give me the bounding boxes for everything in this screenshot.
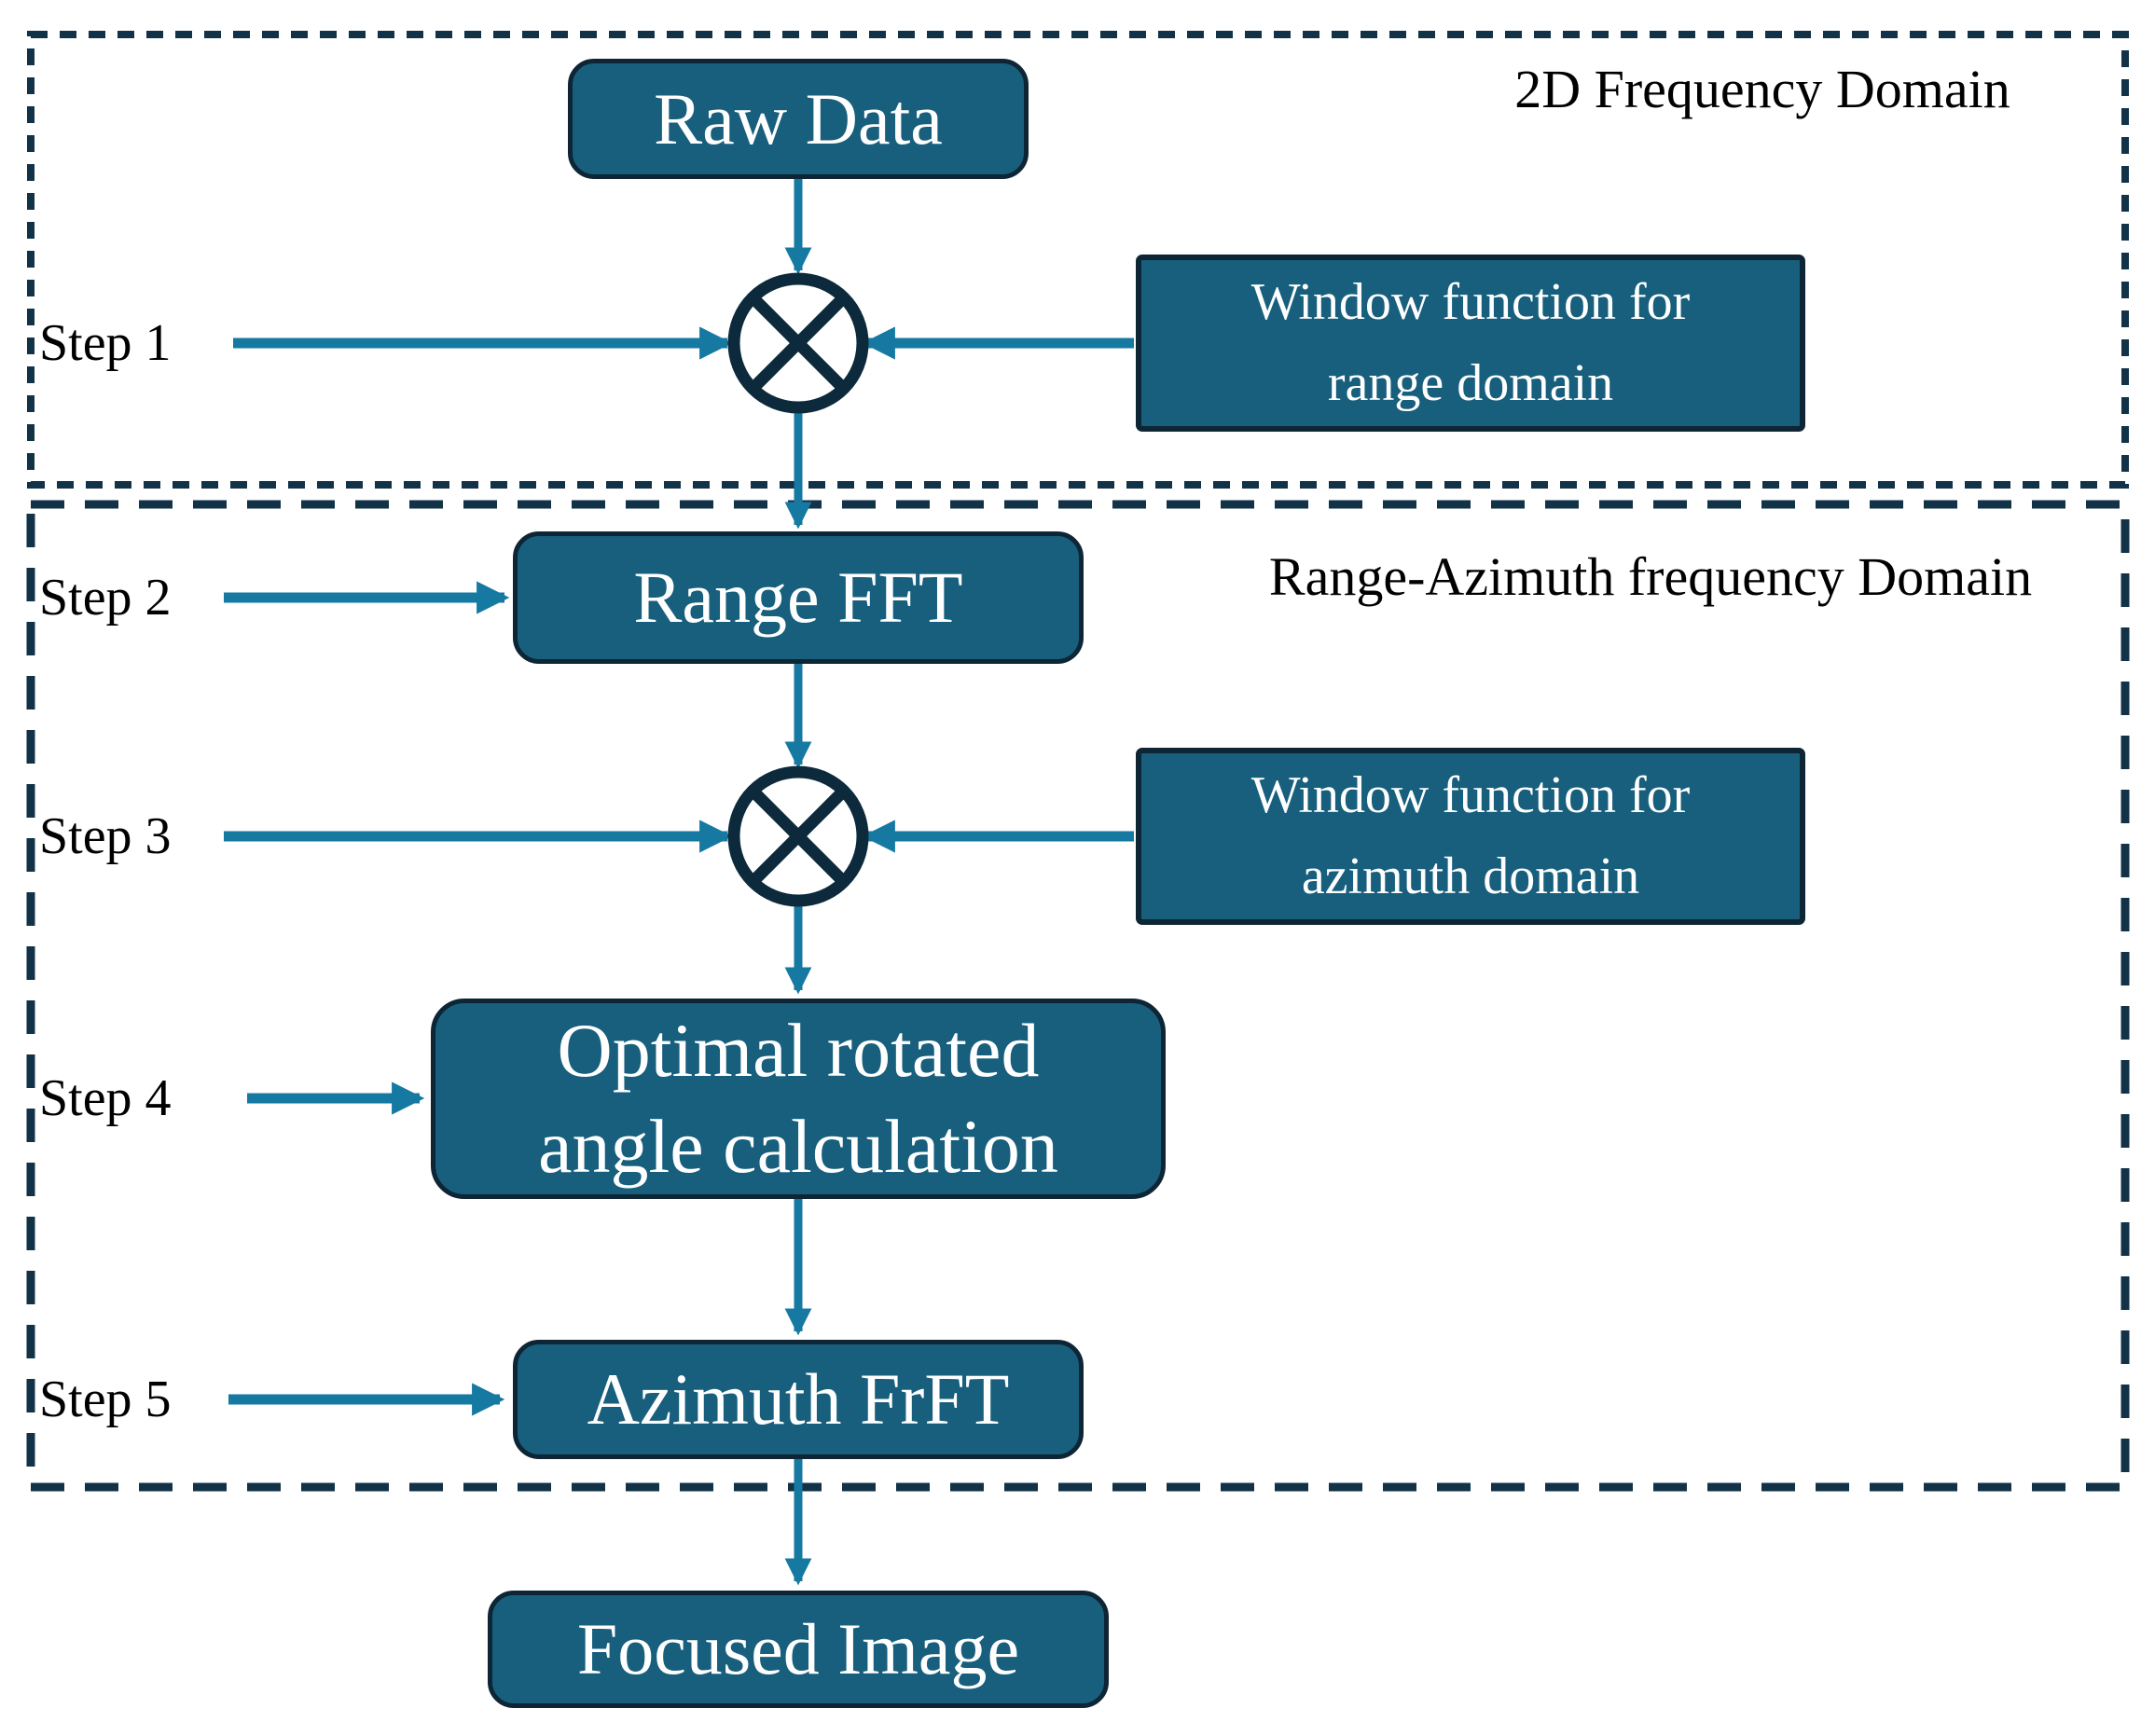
node-window-range-line2: range domain <box>1327 354 1614 412</box>
region-1-border <box>27 31 2129 489</box>
multiply-icon <box>727 765 869 907</box>
node-optimal-line1: Optimal rotated <box>557 1008 1040 1093</box>
node-raw-data-label: Raw Data <box>654 77 943 159</box>
node-focused-image: Focused Image <box>488 1591 1109 1708</box>
node-window-azimuth-line2: azimuth domain <box>1301 847 1640 905</box>
step-4-label: Step 4 <box>39 1069 172 1127</box>
region-2-border <box>26 500 2130 1492</box>
node-range-fft: Range FFT <box>513 531 1084 664</box>
step-1-label: Step 1 <box>39 314 172 372</box>
node-window-function-range: Window function for range domain <box>1136 255 1805 432</box>
multiply-icon <box>727 272 869 414</box>
region-2-label: Range-Azimuth frequency Domain <box>1268 546 2033 607</box>
node-window-range-line1: Window function for <box>1250 273 1691 332</box>
node-window-function-azimuth: Window function for azimuth domain <box>1136 748 1805 925</box>
node-azimuth-frft-label: Azimuth FrFT <box>587 1358 1010 1440</box>
step-5-label: Step 5 <box>39 1371 172 1428</box>
node-optimal-rotated-angle: Optimal rotated angle calculation <box>431 999 1166 1199</box>
step-2-label: Step 2 <box>39 569 172 627</box>
region-1-label: 2D Frequency Domain <box>1514 59 2010 119</box>
node-azimuth-frft: Azimuth FrFT <box>513 1340 1084 1459</box>
node-range-fft-label: Range FFT <box>633 557 963 639</box>
node-focused-image-label: Focused Image <box>576 1608 1020 1690</box>
node-optimal-line2: angle calculation <box>538 1103 1058 1189</box>
node-raw-data: Raw Data <box>568 59 1029 179</box>
step-3-label: Step 3 <box>39 807 172 865</box>
node-window-azimuth-line1: Window function for <box>1250 766 1691 825</box>
